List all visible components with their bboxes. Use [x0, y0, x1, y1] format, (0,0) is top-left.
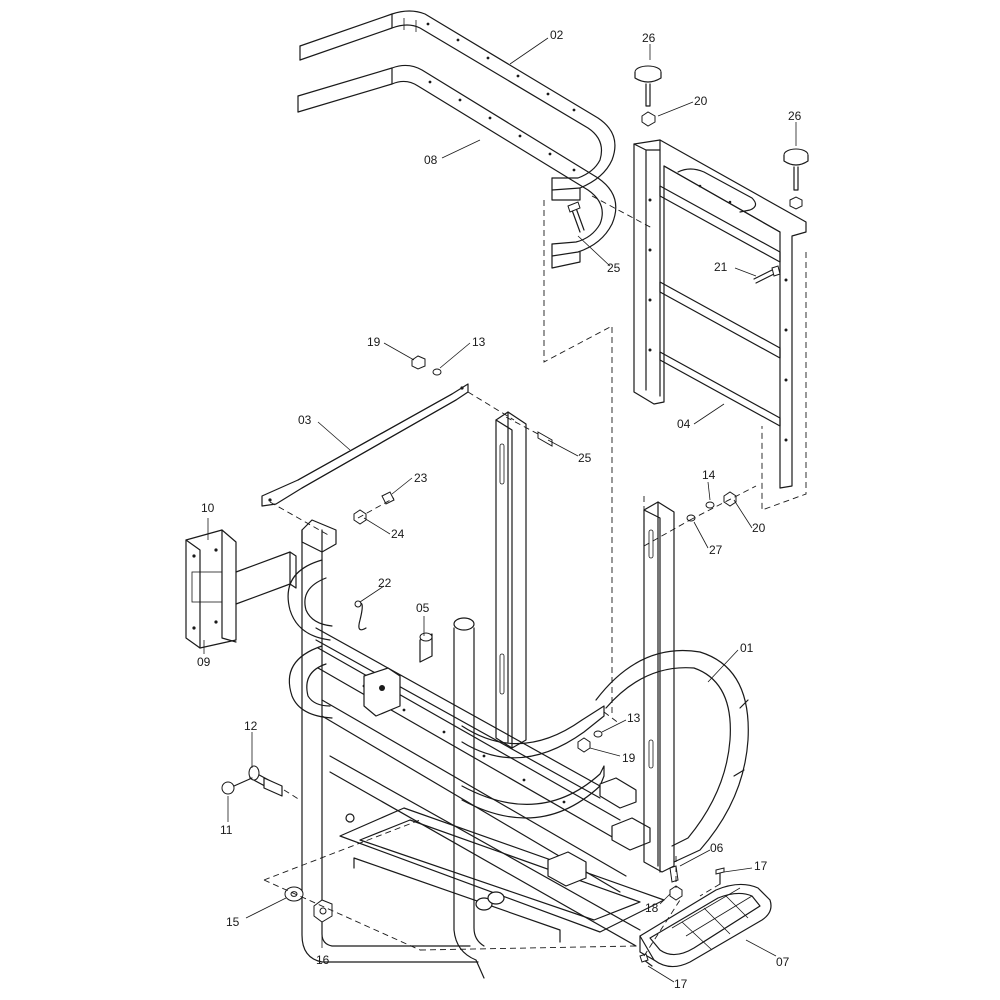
part-16-nut	[313, 899, 333, 923]
part-09-hitch-arm	[235, 551, 297, 605]
callout-12: 12	[244, 719, 258, 733]
part-13-washer-upper	[432, 368, 442, 376]
callout-13-lower: 13	[627, 711, 641, 725]
part-10-hitch-plate	[185, 529, 237, 649]
callout-02: 02	[550, 28, 564, 42]
part-26-knob-left	[634, 65, 662, 107]
part-07-step	[639, 883, 772, 968]
part-08-lower-rail	[297, 64, 617, 269]
callout-15: 15	[226, 915, 240, 929]
callout-03: 03	[298, 413, 312, 427]
callout-09: 09	[197, 655, 211, 669]
part-23-bolt	[381, 491, 395, 505]
part-06-spacer	[669, 865, 679, 883]
part-01-main-frame	[287, 519, 749, 979]
callout-17-lower: 17	[674, 977, 688, 991]
part-13-washer-lower	[593, 730, 603, 738]
part-21-bolt	[753, 265, 781, 284]
part-11-clip	[221, 777, 253, 795]
callout-25-lower: 25	[578, 451, 592, 465]
callout-08: 08	[424, 153, 438, 167]
callout-07: 07	[776, 955, 790, 969]
part-14-washer	[705, 501, 715, 509]
callout-06: 06	[710, 841, 724, 855]
callout-26-left: 26	[642, 31, 656, 45]
leader-lines	[203, 37, 797, 983]
callout-01: 01	[740, 641, 754, 655]
part-25-bolt-upper	[567, 201, 585, 233]
part-17-screw-lower	[639, 953, 653, 967]
part-04-ladder-frame	[633, 139, 807, 489]
callout-18: 18	[645, 901, 659, 915]
callout-24: 24	[391, 527, 405, 541]
callout-19-upper: 19	[367, 335, 381, 349]
callout-14: 14	[702, 468, 716, 482]
part-12-hitch-pin	[248, 765, 283, 797]
center-upright-post	[495, 411, 553, 749]
part-19-nut-upper	[411, 355, 426, 370]
part-20-nut-right	[789, 196, 803, 210]
assembly-lines	[263, 195, 807, 957]
callout-25-upper: 25	[607, 261, 621, 275]
part-15-washer	[284, 886, 304, 902]
callout-05: 05	[416, 601, 430, 615]
callout-13-upper: 13	[472, 335, 486, 349]
part-03-cross-bar	[261, 383, 469, 507]
part-02-upper-rail	[299, 10, 616, 201]
callout-20-top: 20	[694, 94, 708, 108]
callout-labels: 02 08 26 20 26 25 21 19 13 03 25 04 23 2…	[197, 28, 802, 991]
callout-10: 10	[201, 501, 215, 515]
part-20-nut-top	[641, 111, 656, 127]
part-26-knob-right	[783, 148, 809, 191]
part-05-pin	[419, 632, 433, 663]
right-upright-post	[643, 501, 675, 873]
callout-22: 22	[378, 576, 392, 590]
callout-20-side: 20	[752, 521, 766, 535]
callout-21: 21	[714, 260, 728, 274]
callout-26-right: 26	[788, 109, 802, 123]
part-17-screw-upper	[715, 867, 725, 885]
callout-19-lower: 19	[622, 751, 636, 765]
callout-16: 16	[316, 953, 330, 967]
callout-11: 11	[220, 823, 233, 837]
part-19-nut-lower	[577, 737, 591, 753]
callout-27: 27	[709, 543, 723, 557]
callout-04: 04	[677, 417, 691, 431]
callout-23: 23	[414, 471, 428, 485]
part-18-nut	[669, 885, 683, 901]
part-22-hairpin-clip	[354, 600, 367, 631]
callout-17-upper: 17	[754, 859, 768, 873]
part-27-washer	[686, 514, 696, 522]
